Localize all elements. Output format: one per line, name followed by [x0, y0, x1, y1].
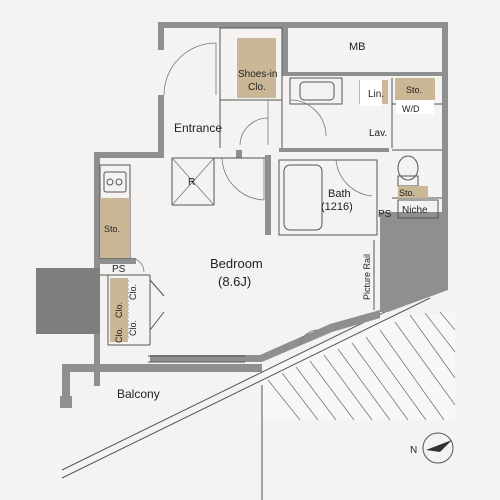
bath-label-2: (1216)	[321, 201, 353, 213]
lavatory-label: Lav.	[369, 128, 387, 139]
walls	[36, 22, 448, 408]
storage-bath-fill	[398, 186, 428, 198]
refrigerator-label: R	[188, 177, 195, 188]
bedroom-label-1: Bedroom	[210, 256, 263, 271]
entrance-label: Entrance	[174, 121, 222, 135]
compass-icon: N	[410, 432, 454, 464]
wd-label: W/D	[402, 104, 420, 114]
bath-label-1: Bath	[328, 188, 351, 200]
shoes-in-closet-fill	[237, 38, 276, 98]
closet-label-4: Clo.	[114, 327, 124, 343]
ps-left-label: PS	[112, 264, 126, 275]
closet-label-1: Clo.	[128, 284, 138, 300]
shoes-in-closet-label-2: Clo.	[248, 82, 266, 93]
bedroom-label-2: (8.6J)	[218, 274, 251, 289]
mb-label: MB	[349, 41, 366, 53]
door-swings	[129, 42, 373, 346]
storage-top-fill	[395, 78, 435, 100]
closet-label-2: Clo.	[128, 320, 138, 336]
closet-label-3: Clo.	[114, 302, 124, 318]
storage-kitchen-label: Sto.	[104, 224, 120, 234]
balcony-label: Balcony	[117, 387, 160, 401]
balcony-area	[61, 289, 456, 500]
shoes-in-closet-label-1: Shoes-in	[238, 69, 277, 80]
niche-label: Niche	[402, 205, 428, 216]
picture-rail-label: Picture Rail	[362, 254, 372, 300]
storage-fills	[100, 38, 435, 342]
ps-right-label: PS	[378, 209, 392, 220]
storage-bath-label: Sto.	[399, 188, 415, 198]
linen-label: Lin.	[368, 89, 384, 100]
compass-label: N	[410, 445, 417, 456]
storage-top-label: Sto.	[406, 85, 422, 95]
storage-kitchen-fill	[100, 198, 130, 258]
closet-left-fill	[110, 278, 128, 342]
